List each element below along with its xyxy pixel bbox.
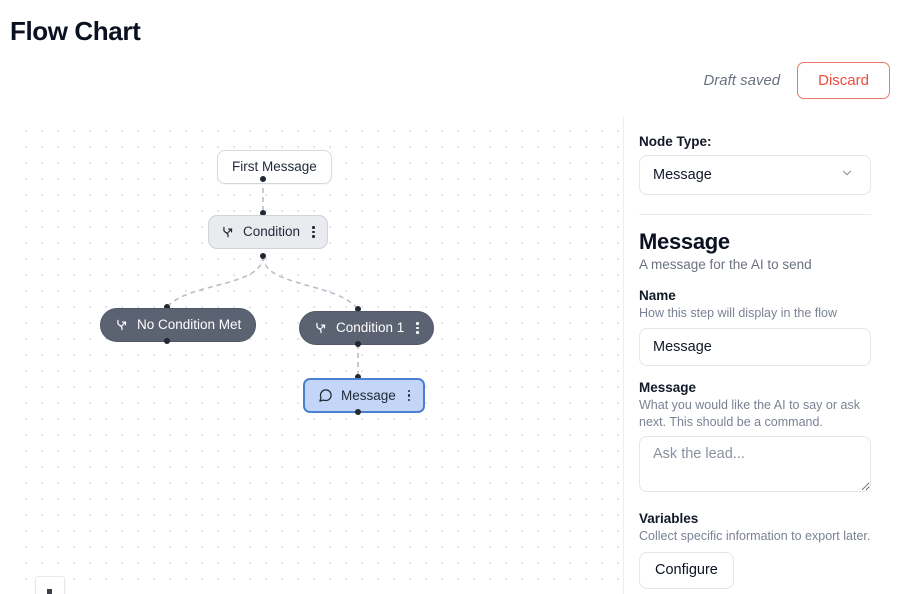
panel-divider (639, 214, 871, 215)
node-settings-panel: Node Type: Message Message A message for… (639, 134, 871, 589)
name-input[interactable] (639, 328, 871, 367)
flow-node-label: Condition 1 (336, 320, 405, 336)
node-handle-source[interactable] (260, 253, 266, 259)
name-field-help: How this step will display in the flow (639, 306, 837, 321)
branch-icon (221, 225, 235, 239)
node-handle-source[interactable] (164, 338, 170, 344)
page-title: Flow Chart (10, 16, 141, 46)
variables-field-title: Variables (639, 510, 699, 526)
chevron-down-icon (840, 166, 854, 184)
node-handle-source[interactable] (355, 341, 361, 347)
panel-subtitle: A message for the AI to send (639, 257, 812, 273)
node-type-label: Node Type: (639, 134, 712, 149)
flow-node-message[interactable]: Message (303, 378, 426, 413)
flow-node-no-condition-met[interactable]: No Condition Met (100, 308, 257, 342)
flow-node-condition[interactable]: Condition (208, 215, 328, 249)
node-menu-icon[interactable] (416, 322, 419, 334)
flow-node-label: First Message (232, 159, 317, 174)
zoom-control-icon[interactable] (47, 589, 52, 594)
node-menu-icon[interactable] (407, 389, 411, 402)
configure-button[interactable]: Configure (639, 552, 734, 589)
node-handle-source[interactable] (260, 176, 266, 182)
node-handle-target[interactable] (355, 374, 361, 380)
flow-node-label: Message (341, 387, 396, 403)
canvas-controls[interactable] (35, 576, 65, 594)
draft-status-text: Draft saved (703, 72, 781, 89)
node-handle-source[interactable] (355, 409, 361, 415)
message-bubble-icon (318, 388, 333, 403)
node-type-selected-value: Message (653, 167, 712, 183)
branch-icon (115, 318, 129, 332)
message-textarea[interactable] (639, 435, 871, 492)
node-type-select[interactable]: Message (639, 155, 871, 195)
message-field-help: What you would like the AI to say or ask… (639, 398, 860, 429)
flow-node-first-message[interactable]: First Message (217, 150, 332, 184)
discard-button[interactable]: Discard (797, 62, 890, 99)
flow-node-label: No Condition Met (137, 317, 242, 333)
node-handle-target[interactable] (164, 304, 170, 310)
variables-field-group: Variables Collect specific information t… (639, 511, 871, 589)
branch-icon (314, 321, 328, 335)
name-field-group: Name How this step will display in the f… (639, 288, 871, 367)
panel-heading: Message (639, 229, 730, 254)
flow-edges (166, 179, 359, 377)
node-handle-target[interactable] (355, 306, 361, 312)
message-field-title: Message (639, 380, 697, 396)
flow-canvas[interactable]: First Message Condition No Conditio (14, 117, 624, 594)
node-menu-icon[interactable] (312, 226, 315, 238)
header-actions: Draft saved Discard (703, 62, 890, 99)
node-handle-target[interactable] (260, 210, 266, 216)
message-field-group: Message What you would like the AI to sa… (639, 380, 871, 497)
variables-field-help: Collect specific information to export l… (639, 528, 871, 543)
flow-node-condition-1[interactable]: Condition 1 (299, 311, 434, 345)
flow-node-label: Condition (243, 224, 301, 240)
name-field-title: Name (639, 288, 676, 304)
